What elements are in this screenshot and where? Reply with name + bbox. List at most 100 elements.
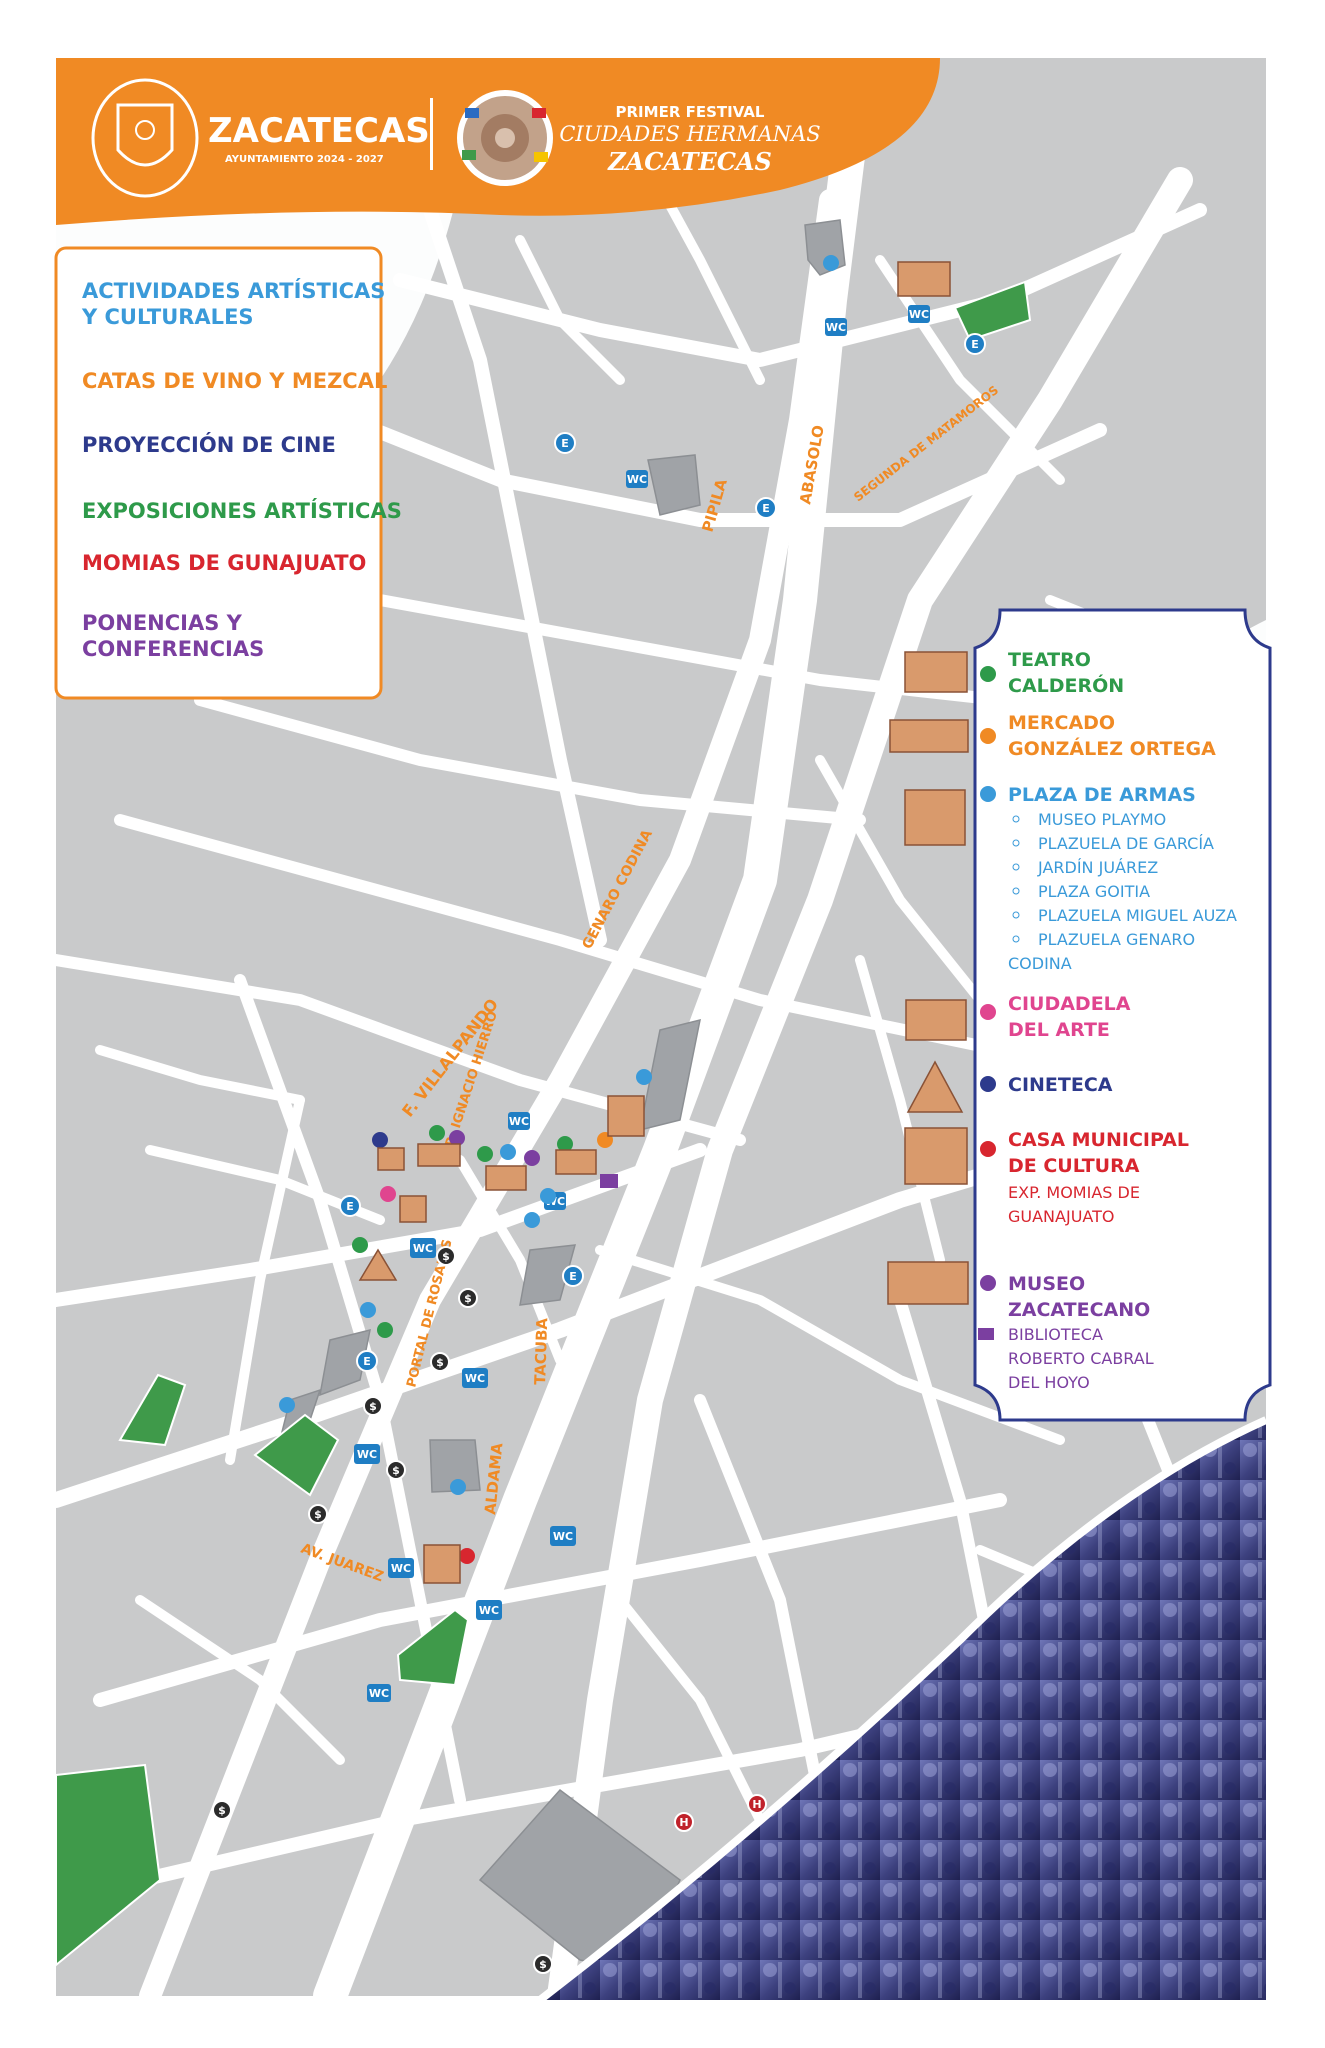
city-name: ZACATECAS — [208, 111, 430, 151]
event-dot — [352, 1237, 368, 1253]
svg-text:E: E — [569, 1270, 577, 1283]
category-6-line1: PONENCIAS Y — [82, 611, 243, 635]
svg-text:WC: WC — [479, 1604, 499, 1617]
event-dot — [524, 1212, 540, 1228]
bank-icon: $ — [533, 1954, 553, 1974]
bank-icon: $ — [430, 1352, 450, 1372]
building-icon — [377, 1147, 405, 1171]
venue-casa-line2: DE CULTURA — [1008, 1155, 1140, 1177]
wc-icon: WC — [626, 470, 648, 488]
casa-dot — [980, 1141, 996, 1157]
venue-mercado-line1: MERCADO — [1008, 712, 1115, 734]
svg-text:$: $ — [464, 1292, 472, 1305]
svg-text:$: $ — [218, 1804, 226, 1817]
svg-text:E: E — [363, 1355, 371, 1368]
parking-icon: E — [356, 1350, 378, 1372]
event-dot — [540, 1188, 556, 1204]
svg-text:H: H — [752, 1798, 761, 1811]
venue-museo-line1: MUSEO — [1008, 1273, 1085, 1295]
parking-icon: E — [964, 333, 986, 355]
event-dot — [279, 1397, 295, 1413]
wc-icon: WC — [367, 1684, 391, 1702]
category-4: EXPOSICIONES ARTÍSTICAS — [82, 498, 402, 523]
svg-text:WC: WC — [826, 321, 846, 334]
building-icon — [399, 1195, 427, 1223]
svg-text:WC: WC — [369, 1687, 389, 1700]
svg-text:WC: WC — [909, 308, 929, 321]
bank-icon: $ — [308, 1504, 328, 1524]
event-dot — [500, 1144, 516, 1160]
building-icon — [607, 1095, 645, 1137]
building-icon — [423, 1544, 461, 1584]
teatro-dot — [980, 666, 996, 682]
event-dot — [557, 1136, 573, 1152]
svg-text:WC: WC — [413, 1242, 433, 1255]
svg-text:$: $ — [442, 1250, 450, 1263]
plaza-sub-6: PLAZUELA GENARO — [1038, 930, 1195, 949]
svg-text:$: $ — [392, 1464, 400, 1477]
svg-text:$: $ — [314, 1508, 322, 1521]
venue-museo-line2: ZACATECANO — [1008, 1299, 1150, 1321]
wc-icon: WC — [354, 1444, 380, 1464]
building-icon — [417, 1143, 461, 1167]
svg-text:WC: WC — [553, 1530, 573, 1543]
svg-text:$: $ — [369, 1400, 377, 1413]
wc-icon: WC — [462, 1368, 488, 1388]
venue-casa-sub2: GUANAJUATO — [1008, 1207, 1114, 1226]
cathedral-photo — [537, 1416, 1268, 2004]
plaza-sub-4: PLAZA GOITIA — [1038, 882, 1150, 901]
building-icon — [897, 261, 951, 297]
bank-icon: $ — [212, 1800, 232, 1820]
event-dot — [360, 1302, 376, 1318]
street-tacuba: TACUBA — [531, 1317, 551, 1385]
category-3: PROYECCIÓN DE CINE — [82, 432, 336, 457]
venue-teatro-line2: CALDERÓN — [1008, 673, 1124, 697]
bank-icon: $ — [363, 1396, 383, 1416]
plaza-sub-6-cont: CODINA — [1008, 954, 1072, 973]
building-icon — [485, 1165, 527, 1191]
ciudadela-icon — [905, 999, 967, 1041]
festival-line3: ZACATECAS — [607, 147, 772, 176]
venue-casa-sub1: EXP. MOMIAS DE — [1008, 1183, 1140, 1202]
teatro-icon — [904, 651, 968, 693]
hospital-icon: H — [674, 1812, 694, 1832]
event-dot — [524, 1150, 540, 1166]
parking-icon: E — [755, 497, 777, 519]
book-icon — [978, 1328, 994, 1340]
event-dot — [380, 1186, 396, 1202]
venue-legend: TEATRO CALDERÓN MERCADO GONZÁLEZ ORTEGA … — [887, 608, 1272, 1422]
casa-icon — [904, 1127, 968, 1185]
event-dot — [477, 1146, 493, 1162]
museo-icon — [887, 1261, 969, 1305]
category-2: CATAS DE VINO Y MEZCAL — [82, 369, 387, 393]
wc-icon: WC — [508, 1112, 530, 1130]
parking-icon: E — [339, 1195, 361, 1217]
venue-cineteca: CINETECA — [1008, 1074, 1113, 1096]
facility-icons: WC WC WC WC WC WC WC WC WC WC WC WC E E … — [212, 305, 986, 1974]
plaza-icon — [904, 789, 966, 846]
museo-dot — [980, 1275, 996, 1291]
event-dot — [636, 1069, 652, 1085]
library-icon — [600, 1174, 618, 1188]
hospital-icon: H — [747, 1794, 767, 1814]
plaza-sub-5: PLAZUELA MIGUEL AUZA — [1038, 906, 1237, 925]
venue-ciudadela-line2: DEL ARTE — [1008, 1019, 1110, 1041]
wc-icon: WC — [388, 1558, 414, 1578]
event-dot — [459, 1548, 475, 1564]
event-dot — [377, 1322, 393, 1338]
plaza-sub-2: PLAZUELA DE GARCÍA — [1038, 834, 1214, 853]
wc-icon: WC — [908, 305, 930, 323]
svg-text:WC: WC — [627, 473, 647, 486]
header-banner: ZACATECAS AYUNTAMIENTO 2024 - 2027 PRIME… — [56, 58, 940, 225]
wc-icon: WC — [476, 1600, 502, 1620]
cineteca-dot — [980, 1076, 996, 1092]
svg-text:$: $ — [436, 1356, 444, 1369]
cineteca-icon — [906, 1060, 964, 1113]
map-building-icons — [358, 261, 951, 1584]
venue-ciudadela-line1: CIUDADELA — [1008, 993, 1131, 1015]
wc-icon: WC — [825, 318, 847, 336]
event-dot — [429, 1125, 445, 1141]
city-seal — [91, 78, 199, 198]
building-icon — [358, 1248, 398, 1281]
